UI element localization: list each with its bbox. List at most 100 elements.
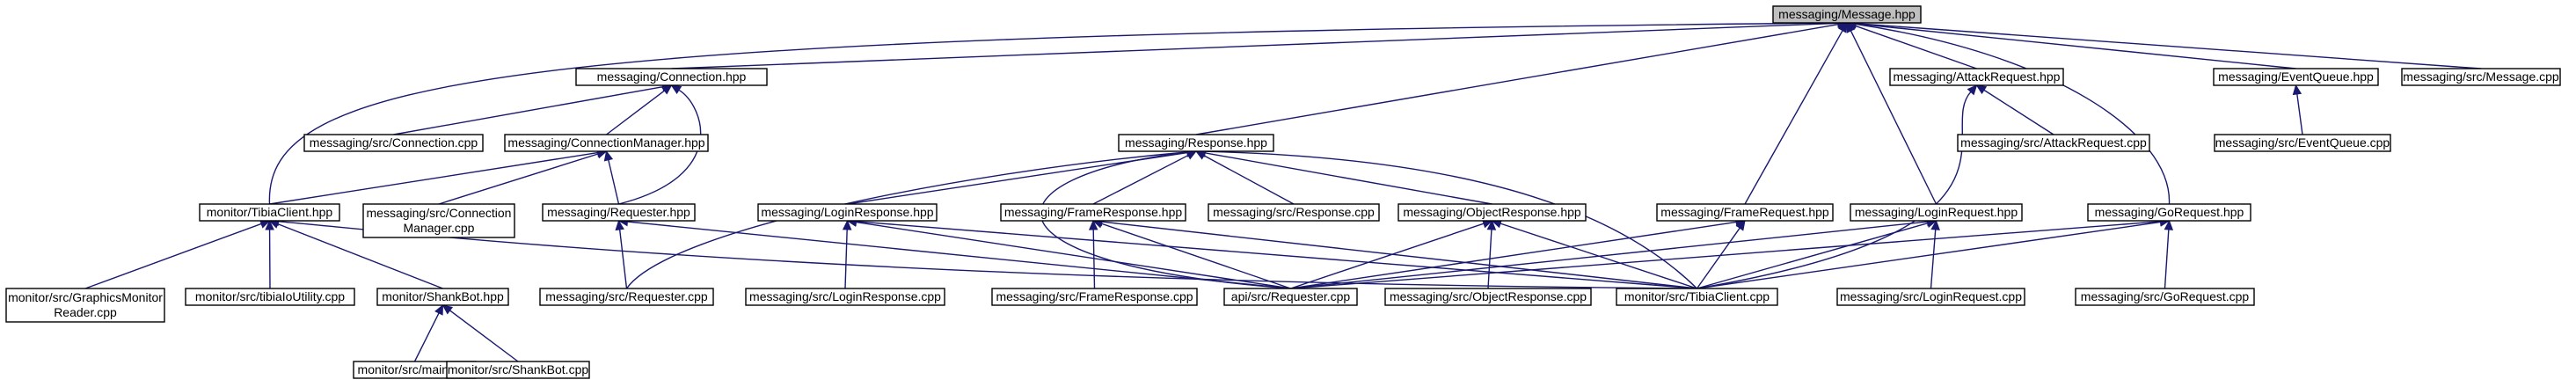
- edge-tibiaclient-cpp-to-frameresponse-hpp: [1101, 221, 1697, 289]
- node-label: messaging/src/Requester.cpp: [545, 289, 708, 303]
- node-response-hpp[interactable]: messaging/Response.hpp: [1118, 134, 1274, 152]
- arrowhead-loginrequest-hpp-to-message-hpp: [1846, 21, 1856, 33]
- arrowhead-gorequest-cpp-to-gorequest-hpp: [2164, 219, 2174, 230]
- node-box: [376, 288, 509, 306]
- node-label: monitor/src/main.cpp: [358, 362, 472, 376]
- node-loginrequest-hpp[interactable]: messaging/LoginRequest.hpp: [1850, 203, 2023, 222]
- node-box: [1208, 203, 1380, 222]
- node-box: [185, 288, 355, 306]
- edge-shankbot-hpp-to-tibiaclient-hpp: [277, 223, 443, 289]
- edge-frameresponse-hpp-to-response-hpp: [1092, 154, 1189, 205]
- node-framerequest-hpp[interactable]: messaging/FrameRequest.hpp: [1656, 203, 1834, 222]
- node-requester-hpp[interactable]: messaging/Requester.hpp: [542, 203, 696, 222]
- node-box: [1656, 203, 1834, 222]
- edge-tibiaclient-cpp-to-loginresponse-hpp: [856, 221, 1697, 289]
- arrowhead-messaging-requester-cpp-to-requester-hpp: [615, 219, 624, 231]
- node-frameresponse-hpp[interactable]: messaging/FrameResponse.hpp: [1000, 203, 1186, 222]
- node-connectionmanager-cpp[interactable]: messaging/src/ConnectionManager.cpp: [362, 203, 515, 238]
- edge-requester-hpp-to-connectionmanager-hpp: [608, 159, 620, 205]
- node-connection-hpp[interactable]: messaging/Connection.hpp: [575, 68, 768, 86]
- node-box: [1397, 203, 1587, 222]
- node-frameresponse-cpp[interactable]: messaging/src/FrameResponse.cpp: [991, 288, 1198, 306]
- edge-graphicsmonitorreader-cpp-to-tibiaclient-hpp: [84, 223, 262, 289]
- node-label: messaging/FrameResponse.hpp: [1004, 205, 1183, 219]
- node-label: messaging/Connection.hpp: [597, 69, 747, 84]
- edge-tibiaclient-cpp-to-framerequest-hpp: [1696, 227, 1740, 289]
- node-label: monitor/ShankBot.hpp: [382, 289, 504, 303]
- node-label: messaging/GoRequest.hpp: [2095, 205, 2244, 219]
- node-gorequest-cpp[interactable]: messaging/src/GoRequest.cpp: [2075, 288, 2255, 306]
- node-connectionmanager-hpp[interactable]: messaging/ConnectionManager.hpp: [504, 134, 709, 152]
- arrowhead-eventqueue-cpp-to-eventqueue-hpp: [2292, 84, 2302, 96]
- node-box: [2075, 288, 2255, 306]
- edge-layer: [84, 18, 2482, 362]
- node-main-cpp[interactable]: monitor/src/main.cpp: [353, 361, 477, 379]
- node-messaging-requester-cpp[interactable]: messaging/src/Requester.cpp: [539, 288, 714, 306]
- node-shankbot-cpp[interactable]: monitor/src/ShankBot.cpp: [446, 361, 590, 379]
- node-label: api/src/Requester.cpp: [1231, 289, 1351, 303]
- node-connection-cpp[interactable]: messaging/src/Connection.cpp: [303, 134, 484, 152]
- node-message-cpp[interactable]: messaging/src/Message.cpp: [2401, 68, 2561, 86]
- arrowhead-connectionmanager-hpp-to-connection-hpp: [660, 84, 673, 95]
- edge-api-requester-cpp-to-requester-hpp: [627, 221, 1291, 289]
- node-attackrequest-hpp[interactable]: messaging/AttackRequest.hpp: [1889, 68, 2064, 86]
- node-objectresponse-cpp[interactable]: messaging/src/ObjectResponse.cpp: [1384, 288, 1592, 306]
- node-box: [1616, 288, 1778, 306]
- node-box: [362, 203, 515, 238]
- node-api-requester-cpp[interactable]: api/src/Requester.cpp: [1223, 288, 1358, 306]
- edge-loginresponse-cpp-to-loginresponse-hpp: [844, 229, 848, 289]
- node-eventqueue-cpp[interactable]: messaging/src/EventQueue.cpp: [2214, 134, 2391, 152]
- arrowhead-frameresponse-cpp-to-frameresponse-hpp: [1088, 219, 1098, 230]
- node-label: monitor/src/TibiaClient.cpp: [1624, 289, 1770, 303]
- node-label: messaging/LoginRequest.hpp: [1855, 205, 2018, 219]
- node-eventqueue-hpp[interactable]: messaging/EventQueue.hpp: [2213, 68, 2379, 86]
- node-tibiaclient-hpp[interactable]: monitor/TibiaClient.hpp: [199, 203, 340, 222]
- node-layer: messaging/Message.hpp messaging/Connectio…: [5, 5, 2561, 379]
- edge-api-requester-cpp-to-framerequest-hpp: [1290, 221, 1737, 289]
- node-box: [991, 288, 1198, 306]
- edge-tibiaclient-cpp-to-attackrequest-hpp: [1697, 91, 1972, 289]
- edge-frameresponse-cpp-to-frameresponse-hpp: [1092, 229, 1096, 289]
- node-label: messaging/LoginResponse.hpp: [761, 205, 933, 219]
- node-label: Manager.cpp: [404, 221, 475, 235]
- edge-main-cpp-to-shankbot-hpp: [413, 312, 440, 362]
- edge-loginrequest-hpp-to-message-hpp: [1850, 30, 1937, 205]
- node-box: [1118, 134, 1274, 152]
- node-box: [504, 134, 709, 152]
- node-label: messaging/Message.hpp: [1778, 7, 1916, 21]
- node-objectresponse-hpp[interactable]: messaging/ObjectResponse.hpp: [1397, 203, 1587, 222]
- edge-connection-hpp-to-message-hpp: [671, 22, 1839, 69]
- node-label: messaging/AttackRequest.hpp: [1894, 69, 2061, 84]
- arrowhead-tibiaioutility-cpp-to-tibiaclient-hpp: [265, 219, 274, 230]
- node-box: [303, 134, 484, 152]
- node-label: messaging/src/Connection: [367, 206, 512, 220]
- node-label: messaging/src/AttackRequest.cpp: [1960, 135, 2147, 150]
- edge-gorequest-hpp-to-message-hpp: [1855, 23, 2171, 205]
- node-box: [539, 288, 714, 306]
- node-loginresponse-cpp[interactable]: messaging/src/LoginResponse.cpp: [745, 288, 945, 306]
- node-label: messaging/src/LoginRequest.cpp: [1840, 289, 2022, 303]
- node-response-cpp[interactable]: messaging/src/Response.cpp: [1208, 203, 1380, 222]
- node-loginresponse-hpp[interactable]: messaging/LoginResponse.hpp: [757, 203, 938, 222]
- arrowhead-tibiaclient-cpp-to-framerequest-hpp: [1735, 220, 1746, 231]
- edge-tibiaclient-hpp-to-connectionmanager-hpp: [269, 151, 598, 205]
- node-box: [1384, 288, 1592, 306]
- node-label: monitor/src/tibiaIoUtility.cpp: [195, 289, 345, 303]
- node-attackrequest-cpp[interactable]: messaging/src/AttackRequest.cpp: [1957, 134, 2150, 152]
- node-tibiaclient-cpp[interactable]: monitor/src/TibiaClient.cpp: [1616, 288, 1778, 306]
- edge-tibiaclient-cpp-to-gorequest-hpp: [1697, 221, 2161, 289]
- node-gorequest-hpp[interactable]: messaging/GoRequest.hpp: [2087, 203, 2251, 222]
- node-shankbot-hpp[interactable]: monitor/ShankBot.hpp: [376, 288, 509, 306]
- node-label: messaging/src/GoRequest.cpp: [2081, 289, 2250, 303]
- node-box: [2214, 134, 2391, 152]
- node-label: messaging/src/Message.cpp: [2403, 69, 2559, 84]
- node-tibiaioutility-cpp[interactable]: monitor/src/tibiaIoUtility.cpp: [185, 288, 355, 306]
- node-label: monitor/src/GraphicsMonitor: [8, 290, 163, 304]
- node-box: [745, 288, 945, 306]
- edge-tibiaclient-hpp-to-message-hpp: [268, 22, 1839, 205]
- node-label: messaging/src/LoginResponse.cpp: [749, 289, 941, 303]
- node-box: [1957, 134, 2150, 152]
- node-label: messaging/ConnectionManager.hpp: [507, 135, 704, 150]
- node-loginrequest-cpp[interactable]: messaging/src/LoginRequest.cpp: [1836, 288, 2025, 306]
